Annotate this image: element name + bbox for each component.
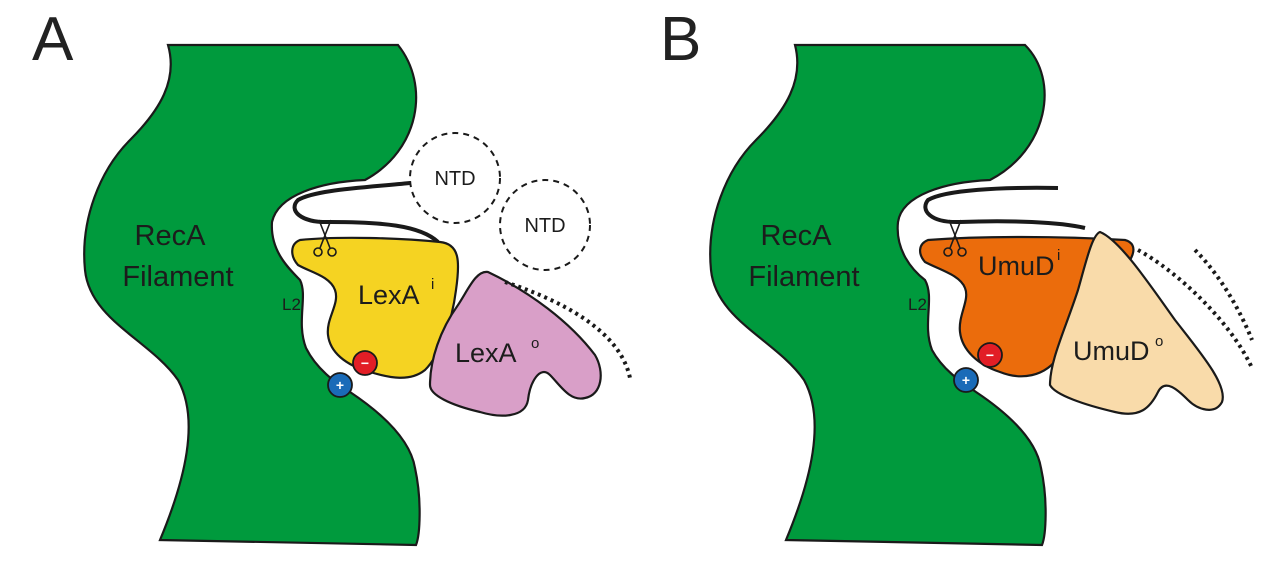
panel-a-reca-label-line1: RecA [135,220,207,252]
panel-b-reca-label-line1: RecA [761,220,833,252]
panel-b-positive-charge [953,367,979,393]
panel-b-umud-inner-sup: i [1057,247,1060,264]
panel-b-dotted-linker [1137,248,1254,369]
panel-b-umud-outer-label: UmuD [1073,336,1150,366]
panel-a-linker-strand [292,181,440,244]
panel-b-letter: B [660,5,701,74]
panel-a-reca-filament [83,43,421,547]
panel-a-negative-sign: − [361,355,369,371]
panel-a-ntd-label-1: NTD [434,168,475,190]
panel-a-reca-label-line2: Filament [122,261,233,293]
panel-a-lexa-outer [428,270,602,417]
panel-b-negative-sign: − [986,347,994,363]
panel-a-lexa-outer-sup: o [531,335,539,352]
panel-a: A RecA Filament L2 NTD NTD LexA i LexA o… [32,5,632,547]
panel-a-positive-sign: + [336,377,344,393]
panel-a-positive-charge [327,372,353,398]
panel-a-letter: A [32,5,74,74]
panel-b-reca-label-line2: Filament [748,261,859,293]
panel-a-lexa-outer-label: LexA [455,338,517,368]
panel-b-umud-outer [1048,230,1224,415]
panel-b-umud-outer-sup: o [1155,333,1163,350]
panel-b-negative-charge [977,342,1003,368]
panel-a-lexa-inner [291,236,460,379]
panel-b-linker-strand [923,185,1086,230]
panel-b-reca-filament [709,43,1047,547]
panel-b-positive-sign: + [962,372,970,388]
panel-a-ntd-circle-2 [499,179,591,271]
panel-a-ntd-label-2: NTD [524,215,565,237]
panel-b-l2-label: L2 [908,295,927,314]
panel-b-dotted-tail [1193,248,1254,341]
panel-a-lexa-inner-label: LexA [358,280,420,310]
panel-b-umud-inner-label: UmuD [978,251,1055,281]
panel-b-umud-inner [919,235,1135,378]
panel-a-ntd-circle-1 [409,132,501,224]
panel-a-negative-charge [352,350,378,376]
panel-a-l2-label: L2 [282,295,301,314]
panel-b: B RecA Filament L2 UmuD i UmuD o − + [660,5,1254,547]
panel-a-lexa-inner-sup: i [431,276,434,293]
